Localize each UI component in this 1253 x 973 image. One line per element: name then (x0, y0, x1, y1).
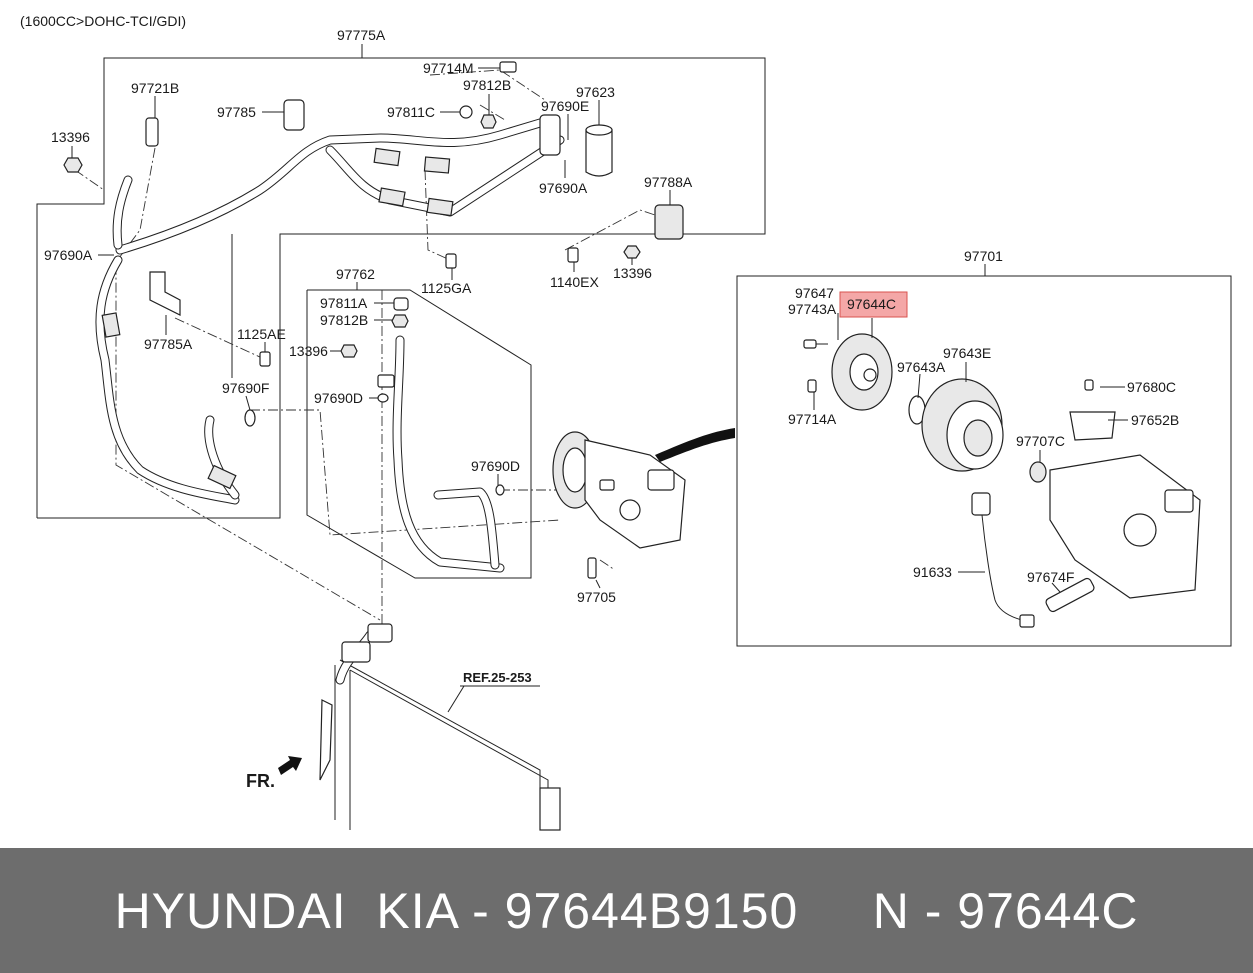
label-97674F: 97674F (1027, 569, 1074, 585)
label-97707C: 97707C (1016, 433, 1065, 449)
label-97690D-right: 97690D (471, 458, 520, 474)
part-number: 97644B9150 (504, 882, 799, 939)
label-97705: 97705 (577, 589, 616, 605)
engine-spec: (1600CC>DOHC-TCI/GDI) (20, 13, 186, 29)
discharge-hose (340, 297, 597, 579)
label-97643A: 97643A (897, 359, 946, 375)
group-frame-97701 (736, 264, 1232, 647)
label-97647: 97647 (795, 285, 834, 301)
label-97775A: 97775A (337, 27, 386, 43)
label-13396-left: 13396 (51, 129, 90, 145)
label-97652B: 97652B (1131, 412, 1179, 428)
label-13396-right: 13396 (613, 265, 652, 281)
suction-hose (95, 114, 565, 505)
label-91633: 91633 (913, 564, 952, 580)
label-97690F: 97690F (222, 380, 269, 396)
parts-diagram: (1600CC>DOHC-TCI/GDI) 97775A 97762 97701… (20, 13, 1232, 831)
label-97788A: 97788A (644, 174, 693, 190)
label-97743A: 97743A (788, 301, 837, 317)
label-97623: 97623 (576, 84, 615, 100)
group-frame-97775A (36, 44, 766, 519)
separator-2: - (909, 882, 958, 939)
label-1125GA: 1125GA (421, 280, 472, 296)
label-97785: 97785 (217, 104, 256, 120)
n-label: N (872, 882, 910, 939)
label-97680C: 97680C (1127, 379, 1176, 395)
label-97690D-left: 97690D (314, 390, 363, 406)
label-97714A: 97714A (788, 411, 837, 427)
leader-lines (71, 67, 1128, 713)
footer-text: HYUNDAI KIA - 97644B9150 N - 97644C (115, 882, 1139, 940)
label-97785A: 97785A (144, 336, 193, 352)
label-97690A-left: 97690A (44, 247, 93, 263)
compressor-detail-parts (803, 333, 1201, 628)
label-97811C: 97811C (387, 104, 435, 120)
condenser (319, 623, 561, 831)
label-97644C: 97644C (847, 296, 896, 312)
label-97812B-mid: 97812B (320, 312, 368, 328)
label-97721B: 97721B (131, 80, 179, 96)
ref-label: REF.25-253 (463, 670, 532, 685)
separator-1: - (457, 882, 505, 939)
highlight-box (839, 291, 908, 318)
label-1140EX: 1140EX (550, 274, 599, 290)
gap (798, 883, 872, 939)
label-97714M: 97714M (423, 60, 474, 76)
label-1125AE: 1125AE (237, 326, 286, 342)
label-97690A-top: 97690A (539, 180, 588, 196)
group-frame-97762 (306, 282, 532, 579)
front-label: FR. (246, 771, 275, 791)
label-13396-mid: 13396 (289, 343, 328, 359)
label-97690E: 97690E (541, 98, 589, 114)
label-97811A: 97811A (320, 295, 368, 311)
label-97643E: 97643E (943, 345, 991, 361)
brand: HYUNDAI KIA (114, 882, 458, 939)
label-97812B-top: 97812B (463, 77, 511, 93)
front-arrow-icon (278, 756, 302, 775)
footer-bar: HYUNDAI KIA - 97644B9150 N - 97644C (0, 848, 1253, 973)
compressor-main (552, 428, 735, 549)
label-97701: 97701 (964, 248, 1003, 264)
reference-lines (74, 69, 656, 625)
n-value: 97644C (957, 882, 1139, 939)
upper-small-parts (63, 61, 684, 427)
label-97762: 97762 (336, 266, 375, 282)
